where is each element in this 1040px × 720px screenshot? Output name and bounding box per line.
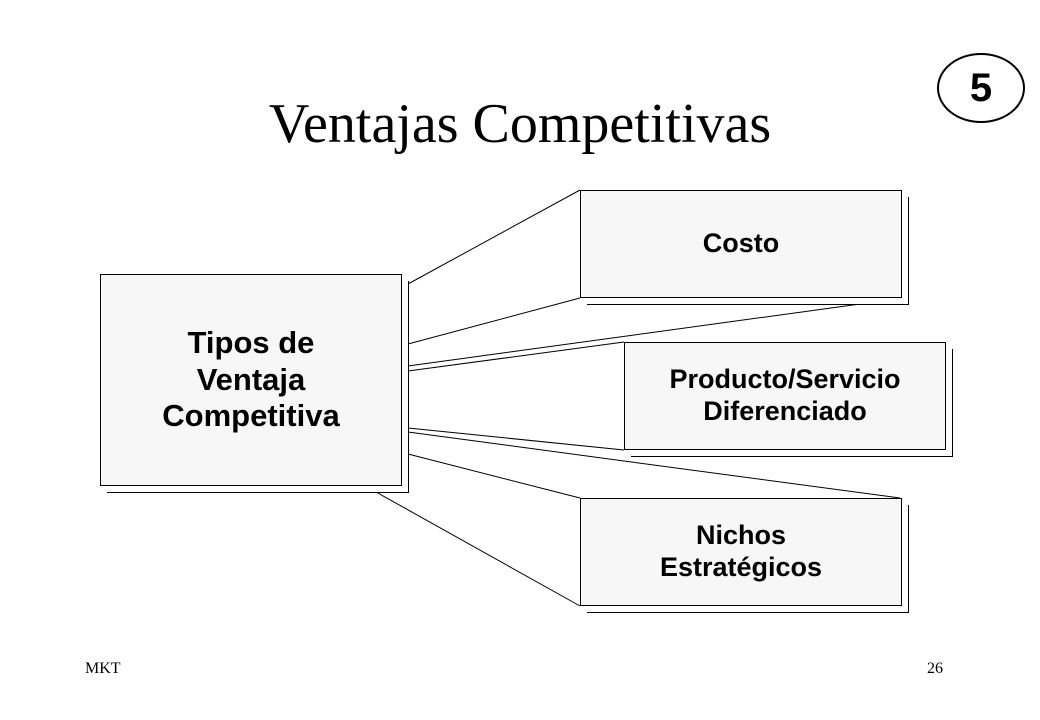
- footer-label: MKT: [85, 660, 121, 677]
- branch-box-nichos: Nichos Estratégicos: [580, 498, 902, 606]
- connector-costo-top: [407, 189, 581, 285]
- slide-title: Ventajas Competitivas: [268, 93, 772, 155]
- connector-producto-top: [407, 303, 861, 367]
- connector-costo-bottom: [407, 297, 581, 345]
- root-box-line: Competitiva: [162, 398, 340, 434]
- root-box-line: Tipos de: [187, 325, 315, 361]
- root-box-tipos-de-ventaja: Tipos de Ventaja Competitiva: [100, 274, 402, 486]
- connector-nichos-mid: [407, 431, 901, 499]
- branch-box-costo: Costo: [580, 190, 902, 298]
- branch-box-line: Estratégicos: [659, 552, 823, 582]
- connector-nichos-lower: [407, 453, 581, 499]
- branch-box-line: Costo: [702, 228, 780, 259]
- branch-box-producto-servicio: Producto/Servicio Diferenciado: [624, 342, 946, 450]
- slide-number-badge: 5: [937, 53, 1025, 123]
- branch-box-line: Nichos: [695, 520, 786, 551]
- page-number: 26: [927, 660, 943, 677]
- branch-box-line: Producto/Servicio: [669, 364, 901, 395]
- branch-box-line: Diferenciado: [703, 396, 867, 426]
- connector-nichos-bottom: [375, 491, 581, 607]
- root-box-line: Ventaja: [196, 361, 306, 397]
- connector-nichos-top: [407, 427, 625, 451]
- connector-producto-bottom: [407, 341, 625, 372]
